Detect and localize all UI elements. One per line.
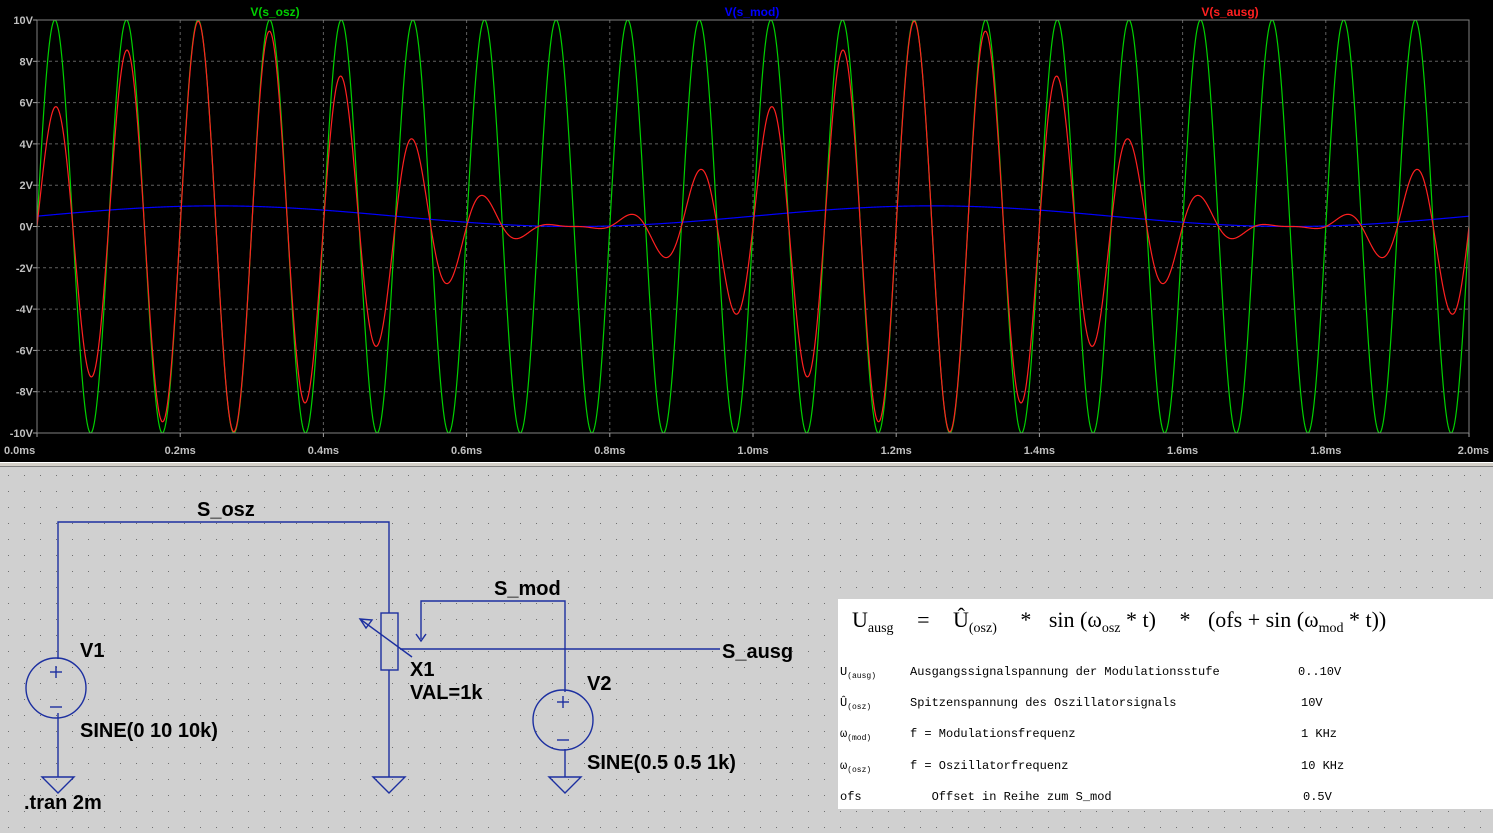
v2-source-symbol[interactable] (532, 689, 594, 751)
y-tick-label: 6V (20, 98, 34, 110)
plot-traces (36, 19, 1470, 434)
plot-background (0, 0, 1493, 462)
v2-value-label[interactable]: SINE(0.5 0.5 1k) (587, 752, 736, 774)
v2-name-label[interactable]: V2 (587, 673, 611, 695)
formula-omega-osz-sub: osz (1101, 621, 1121, 636)
x-tick-label: 0.0ms (4, 445, 35, 457)
x-axis-ticks: 0.0ms 0.2ms 0.4ms 0.6ms 0.8ms 1.0ms 1.2ms 1.4ms… (4, 433, 1489, 457)
x-tick-label: 1.0ms (737, 445, 768, 457)
schematic-wires (57, 521, 720, 777)
x-tick-label: 1.6ms (1167, 445, 1198, 457)
formula-star-1: * (1020, 607, 1032, 632)
y-tick-label: -2V (16, 263, 34, 275)
wire-s-mod[interactable] (420, 600, 566, 692)
v1-name-label[interactable]: V1 (80, 640, 104, 662)
legend-v-s-mod[interactable]: V(s_mod) (725, 5, 780, 19)
y-tick-label: 0V (20, 222, 34, 234)
formula-ofs-sin: (ofs + sin (ω (1207, 607, 1319, 632)
v1-value-label[interactable]: SINE(0 10 10k) (80, 720, 218, 742)
formula-t-1: * t) (1120, 607, 1156, 632)
schematic-pane[interactable]: S_osz S_mod S_ausg V1 SINE(0 10 10k) V2 … (0, 467, 1493, 833)
net-label-s-mod[interactable]: S_mod (494, 578, 561, 600)
legend-v-s-ausg[interactable]: V(s_ausg) (1201, 5, 1258, 19)
ground-icon (40, 776, 76, 794)
modulation-formula: Uausg = Û(osz) * sin (ωosz * t) * (ofs +… (852, 607, 1386, 637)
y-tick-label: -4V (16, 304, 34, 316)
x-tick-label: 0.4ms (308, 445, 339, 457)
legend-symbol-sub: (osz) (847, 703, 872, 712)
legend-value: 10 KHz (1301, 759, 1345, 773)
formula-omega-mod-sub: mod (1318, 621, 1344, 636)
y-axis-ticks: 10V 8V 6V 4V 2V 0V -2V -4V -6V -8V -10V (10, 15, 37, 440)
x-tick-label: 1.2ms (881, 445, 912, 457)
formula-equals: = (917, 607, 930, 632)
tran-directive[interactable]: .tran 2m (24, 792, 102, 814)
formula-u-sub: ausg (867, 621, 894, 636)
x-tick-label: 0.2ms (165, 445, 196, 457)
legend-description: Ausgangssignalspannung der Modulationsst… (910, 665, 1220, 679)
net-label-s-ausg[interactable]: S_ausg (722, 641, 793, 663)
formula-sin-1: sin (ω (1048, 607, 1102, 632)
trace-v-s_ausg-[interactable] (36, 20, 1470, 433)
x-tick-label: 2.0ms (1458, 445, 1489, 457)
ground-icon (371, 776, 407, 794)
waveform-plot-pane[interactable]: 10V 8V 6V 4V 2V 0V -2V -4V -6V -8V -10V 0.0ms 0.2ms… (0, 0, 1493, 462)
formula-t-2: * t)) (1343, 607, 1387, 632)
legend-symbol: U (840, 665, 848, 679)
y-tick-label: -10V (10, 428, 34, 440)
legend-symbol: ω (840, 727, 848, 741)
y-tick-label: 2V (20, 180, 34, 192)
x1-potentiometer-symbol[interactable] (358, 612, 427, 671)
waveform-plot[interactable]: 10V 8V 6V 4V 2V 0V -2V -4V -6V -8V -10V 0.0ms 0.2ms… (0, 0, 1493, 462)
v1-source-symbol[interactable] (25, 657, 87, 719)
formula-uhat-sub: (osz) (968, 621, 997, 636)
net-label-s-osz[interactable]: S_osz (197, 499, 255, 521)
legend-symbol-sub: (osz) (847, 766, 872, 775)
x1-name-label[interactable]: X1 (410, 659, 434, 681)
legend-description: f = Modulationsfrequenz (910, 727, 1076, 741)
legend-description: f = Oszillatorfrequenz (910, 759, 1069, 773)
legend-symbol: Û (840, 696, 848, 710)
legend-description: Spitzenspannung des Oszillatorsignals (910, 696, 1177, 710)
ground-icon (547, 776, 583, 794)
x-tick-label: 0.8ms (594, 445, 625, 457)
y-tick-label: 10V (13, 15, 33, 27)
trace-v-s_mod-[interactable] (36, 205, 1470, 228)
legend-value: 0..10V (1298, 665, 1342, 679)
legend-value: 10V (1301, 696, 1323, 710)
x-tick-label: 1.8ms (1310, 445, 1341, 457)
y-tick-label: -6V (16, 345, 34, 357)
x-tick-label: 0.6ms (451, 445, 482, 457)
wire-s-osz[interactable] (57, 521, 390, 659)
plot-grid (37, 20, 1469, 433)
legend-symbol: ω (840, 759, 848, 773)
pane-splitter[interactable] (0, 462, 1493, 467)
x1-value-label[interactable]: VAL=1k (410, 682, 483, 704)
legend-symbol: ofs (840, 790, 862, 804)
formula-u: U (852, 607, 868, 632)
legend-symbol-sub: (ausg) (847, 672, 877, 681)
legend-description: Offset in Reihe zum S_mod (910, 790, 1112, 804)
legend-value: 0.5V (1303, 790, 1332, 804)
legend-value: 1 KHz (1301, 727, 1338, 741)
legend-symbol-sub: (mod) (847, 734, 872, 743)
y-tick-label: -8V (16, 387, 34, 399)
legend-v-s-osz[interactable]: V(s_osz) (250, 5, 299, 19)
y-tick-label: 8V (20, 56, 34, 68)
formula-star-2: * (1179, 607, 1191, 632)
x-tick-label: 1.4ms (1024, 445, 1055, 457)
formula-comment-box[interactable]: Uausg = Û(osz) * sin (ωosz * t) * (ofs +… (838, 599, 1493, 809)
y-tick-label: 4V (20, 139, 34, 151)
formula-uhat: Û (952, 607, 969, 632)
